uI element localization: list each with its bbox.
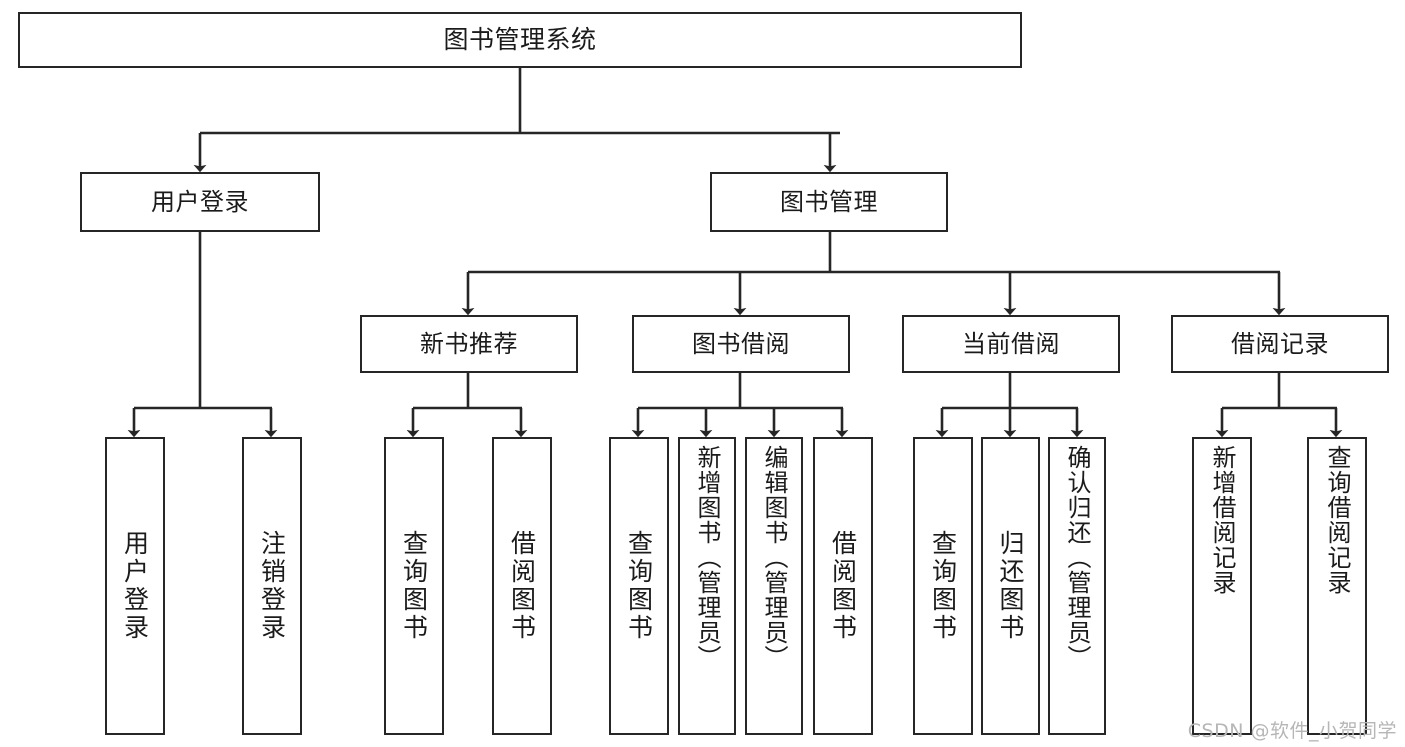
node-label: 查询借阅记录: [1323, 445, 1351, 595]
leaf-return-book[interactable]: 归还图书: [981, 437, 1040, 735]
leaf-edit-book[interactable]: 编辑图书（管理员）: [745, 437, 803, 735]
node-borrow-record[interactable]: 借阅记录: [1171, 315, 1389, 373]
node-label: 查询图书: [624, 530, 654, 642]
node-label: 归还图书: [996, 530, 1025, 642]
leaf-logout-login[interactable]: 注销登录: [242, 437, 302, 735]
node-label: 图书管理: [780, 187, 878, 216]
leaf-query-book-1[interactable]: 查询图书: [384, 437, 444, 735]
node-label: 编辑图书（管理员）: [760, 445, 788, 670]
leaf-borrow-book-1[interactable]: 借阅图书: [492, 437, 552, 735]
node-label: 新增借阅记录: [1208, 445, 1236, 595]
node-book-management[interactable]: 图书管理: [710, 172, 948, 232]
leaf-confirm-return[interactable]: 确认归还（管理员）: [1048, 437, 1106, 735]
node-current-borrow[interactable]: 当前借阅: [902, 315, 1120, 373]
node-label: 图书管理系统: [443, 25, 597, 55]
leaf-borrow-book-2[interactable]: 借阅图书: [813, 437, 873, 735]
node-label: 新书推荐: [420, 329, 518, 358]
node-label: 用户登录: [151, 187, 249, 216]
node-label: 用户登录: [120, 530, 150, 642]
leaf-add-record[interactable]: 新增借阅记录: [1192, 437, 1252, 735]
node-label: 新增图书（管理员）: [693, 445, 721, 670]
node-label: 图书借阅: [692, 329, 790, 358]
node-label: 当前借阅: [962, 329, 1060, 358]
node-label: 注销登录: [257, 530, 287, 642]
leaf-user-login[interactable]: 用户登录: [105, 437, 165, 735]
node-label: 借阅图书: [828, 530, 858, 642]
node-book-borrow[interactable]: 图书借阅: [632, 315, 850, 373]
leaf-query-book-3[interactable]: 查询图书: [913, 437, 973, 735]
node-label: 确认归还（管理员）: [1063, 445, 1091, 670]
node-user-login[interactable]: 用户登录: [80, 172, 320, 232]
node-root-system[interactable]: 图书管理系统: [18, 12, 1022, 68]
leaf-query-record[interactable]: 查询借阅记录: [1307, 437, 1367, 735]
leaf-add-book[interactable]: 新增图书（管理员）: [678, 437, 736, 735]
watermark-text: CSDN @软件_小贺同学: [1187, 720, 1397, 742]
node-label: 查询图书: [399, 530, 429, 642]
node-label: 查询图书: [928, 530, 958, 642]
node-new-book-recommend[interactable]: 新书推荐: [360, 315, 578, 373]
node-label: 借阅记录: [1231, 329, 1329, 358]
leaf-query-book-2[interactable]: 查询图书: [609, 437, 669, 735]
node-label: 借阅图书: [507, 530, 537, 642]
